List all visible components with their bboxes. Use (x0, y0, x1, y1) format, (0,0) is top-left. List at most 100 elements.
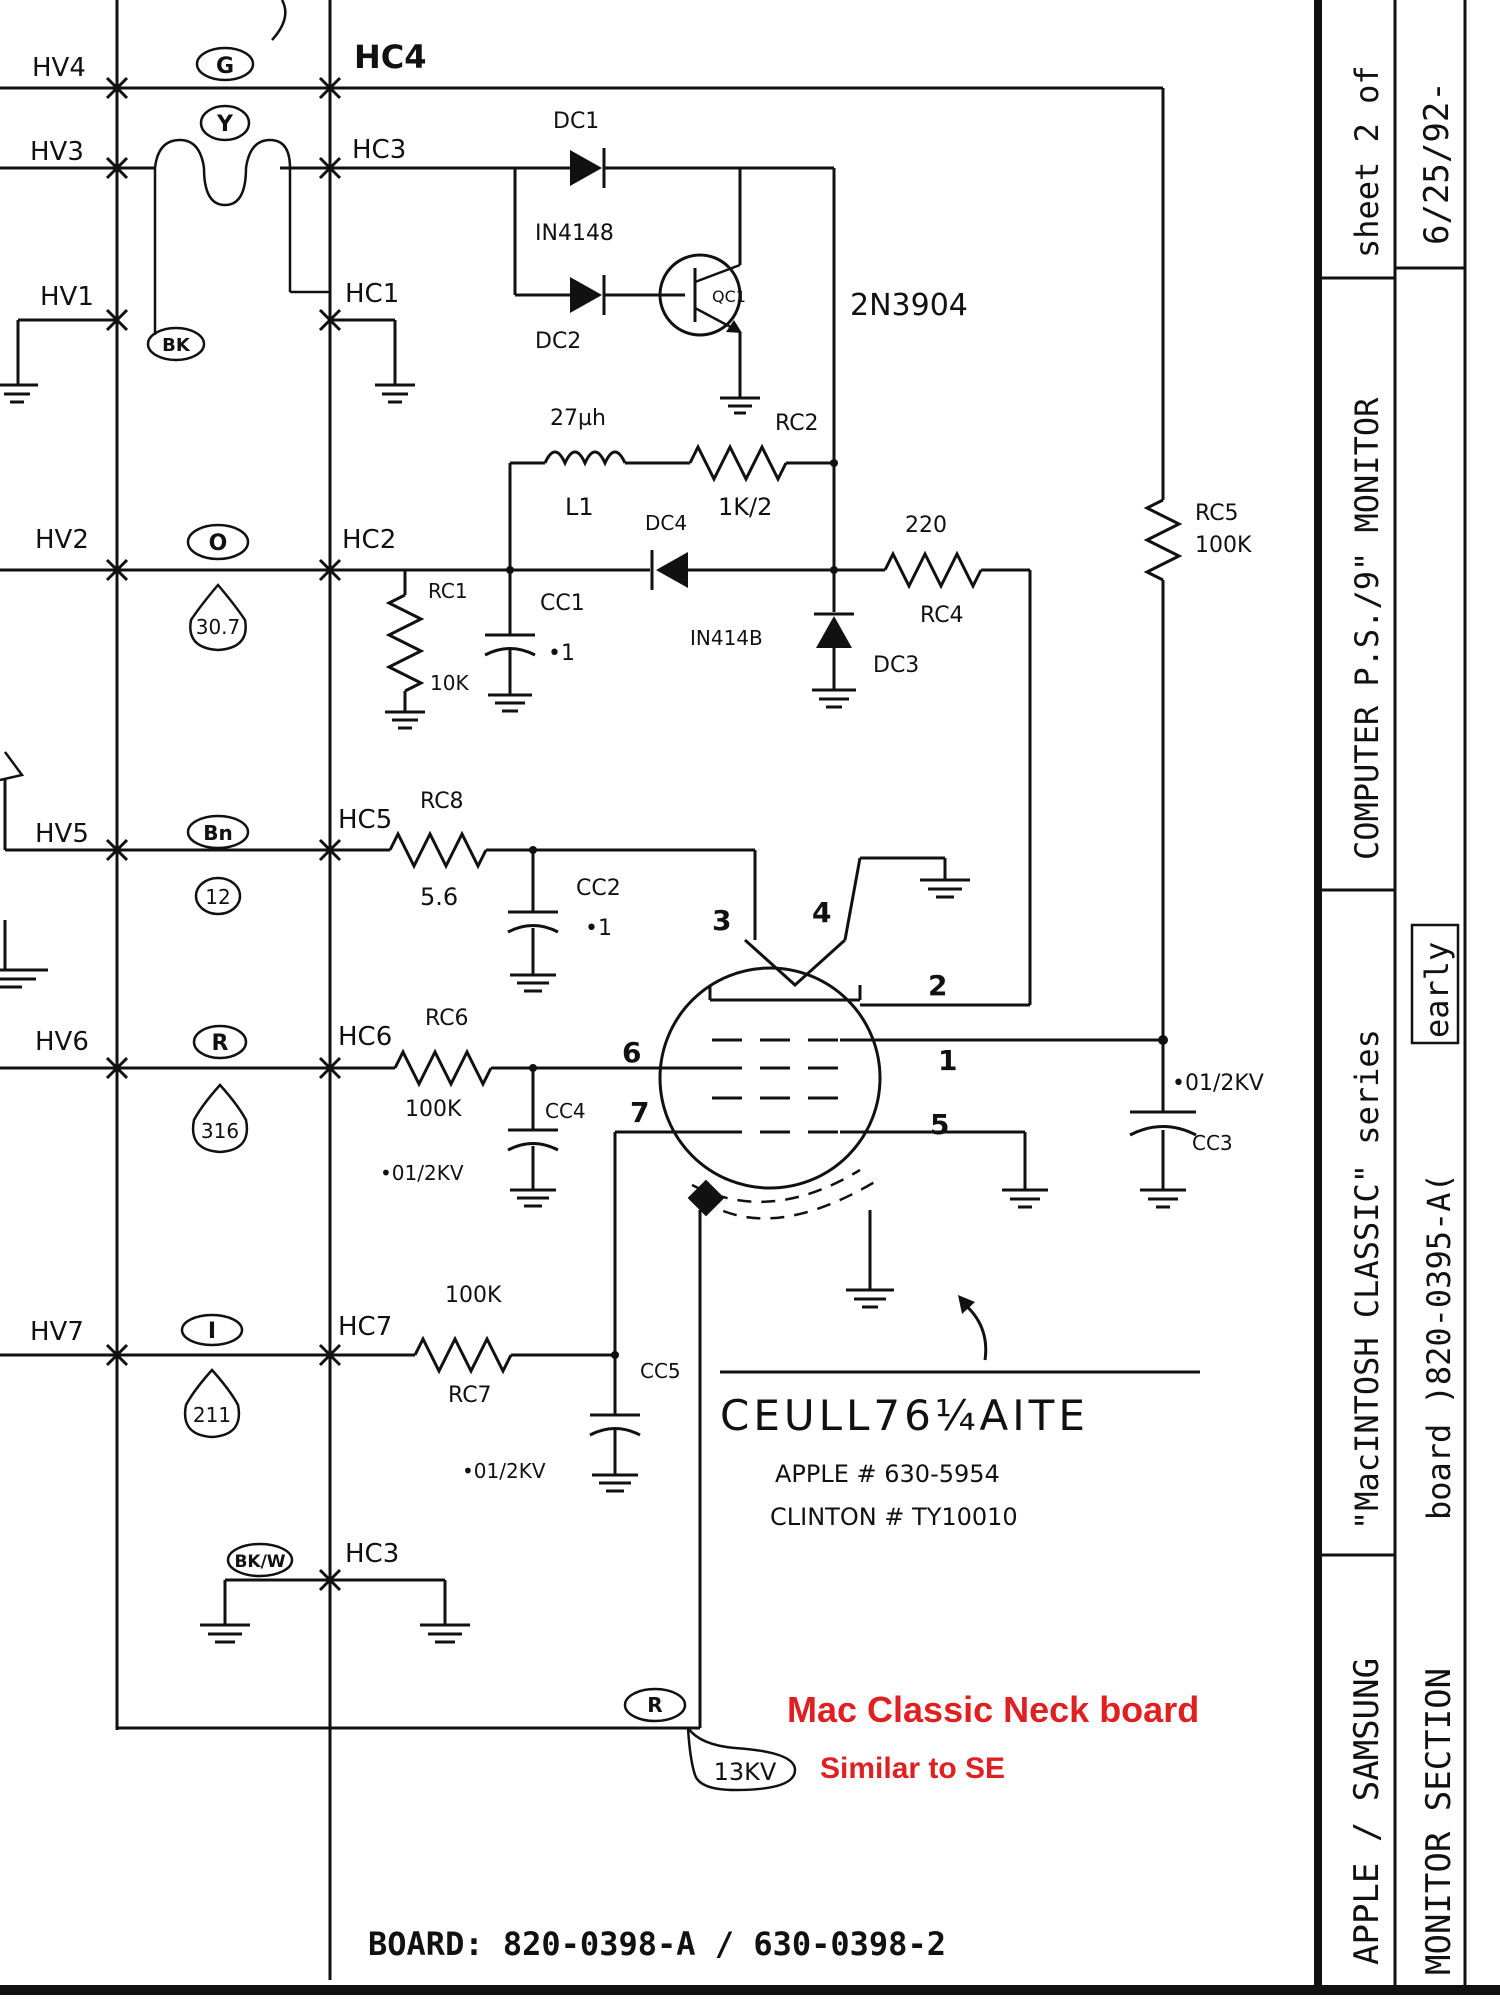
rc7-label: RC7 (448, 1383, 492, 1408)
transistor-type: 2N3904 (850, 288, 968, 323)
cc5-value: •01/2KV (462, 1459, 546, 1483)
rc6-label: RC6 (425, 1006, 469, 1031)
hc4-label: HC4 (354, 38, 427, 76)
tube-clinton-part: CLINTON # TY10010 (770, 1503, 1018, 1531)
title-date: 6/25/92- (1417, 81, 1457, 245)
wire-color-r2: R (647, 1693, 662, 1717)
hc7-label: HC7 (338, 1312, 392, 1342)
rc8-label: RC8 (420, 789, 464, 814)
title-board: board )820-0395-A( (1420, 1173, 1458, 1520)
dc1-label: DC1 (553, 109, 599, 134)
l1-value: 27µh (550, 406, 606, 431)
hc5-label: HC5 (338, 805, 392, 835)
title-sheet: sheet 2 of (1348, 65, 1386, 258)
tube-apple-part: APPLE # 630-5954 (775, 1460, 1000, 1488)
dc4-type: IN414B (690, 626, 763, 650)
cc2-label: CC2 (576, 876, 621, 901)
cc3-label: CC3 (1192, 1131, 1233, 1155)
rc4-value: 220 (905, 513, 947, 538)
dc2-diode-type: IN4148 (535, 221, 614, 246)
diode-dc3 (816, 616, 852, 648)
rc8-value: 5.6 (420, 883, 458, 911)
rc1-label: RC1 (428, 579, 468, 603)
crt-socket: 3 4 2 6 1 7 5 (610, 856, 1163, 1728)
board-number: BOARD: 820-0398-A / 630-0398-2 (368, 1925, 946, 1963)
row-hv3: Y HV3 HC3 (0, 104, 515, 335)
tube-info: CEULL76¼AITE APPLE # 630-5954 CLINTON # … (720, 1295, 1200, 1531)
diode-dc2 (570, 277, 602, 313)
diode-dc1 (570, 150, 602, 186)
pin-5: 5 (930, 1108, 949, 1141)
title-product: COMPUTER P.S./9" MONITOR (1348, 397, 1386, 860)
rc2-label: RC2 (775, 411, 819, 436)
rc5-value: 100K (1195, 533, 1252, 558)
hv7-label: HV7 (30, 1317, 84, 1347)
left-edge-symbol (0, 751, 25, 782)
hc1-label: HC1 (345, 279, 399, 309)
l1-rc2: 27µh L1 RC2 1K/2 (508, 406, 838, 570)
rc4-label: RC4 (920, 603, 964, 628)
transistor-qc1 (658, 253, 742, 337)
resistor-rc4 (883, 550, 983, 590)
cc3-value: •01/2KV (1172, 1071, 1264, 1096)
note-subtitle: Similar to SE (820, 1752, 1005, 1785)
l1-label: L1 (565, 493, 594, 521)
title-company: APPLE / SAMSUNG (1347, 1658, 1387, 1965)
pin-2: 2 (928, 969, 947, 1002)
cc4-value: •01/2KV (380, 1161, 464, 1185)
row-hv5: HV5 Bn 12 HC5 RC8 5.6 CC2 •1 (5, 789, 757, 993)
hc3-ground-label: HC3 (345, 1539, 399, 1569)
row-hv7: HV7 I 211 HC7 100K RC7 CC5 •01/2KV (0, 1283, 681, 1493)
voltage-r: 316 (201, 1119, 239, 1143)
dc4-label: DC4 (645, 511, 687, 535)
rc7-value: 100K (445, 1283, 502, 1308)
wire-color-bk: BK (162, 335, 191, 356)
hc3-label: HC3 (352, 135, 406, 165)
rc1-value: 10K (430, 671, 469, 695)
hv5-label: HV5 (35, 819, 89, 849)
hv3-label: HV3 (30, 137, 84, 167)
wire-color-g: G (216, 54, 234, 79)
cc1-label: CC1 (540, 591, 585, 616)
voltage-i: 211 (193, 1403, 231, 1427)
resistor-rc6 (393, 1048, 493, 1088)
qc1-label: QC1 (712, 287, 746, 306)
rc2-value: 1K/2 (718, 493, 772, 521)
voltage-o: 30.7 (196, 615, 241, 639)
cc2-value: •1 (585, 916, 612, 941)
hc6-label: HC6 (338, 1022, 392, 1052)
anode-line: R 13KV (117, 1687, 797, 1792)
transistor-stage: DC1 IN4148 DC2 QC1 2N3904 (513, 109, 968, 575)
row-hv4: HV4 HC4 G (0, 0, 1165, 500)
hv4-label: HV4 (32, 53, 86, 83)
hv2-label: HV2 (35, 525, 89, 555)
junction-marks (105, 76, 342, 1592)
title-early: early (1418, 942, 1456, 1038)
crt-socket-circle (658, 966, 882, 1190)
resistor-rc7 (413, 1335, 513, 1375)
rc5-label: RC5 (1195, 501, 1239, 526)
resistor-rc1 (385, 593, 425, 693)
row-hv6: HV6 R 316 HC6 RC6 100K CC4 •01/2KV (0, 1006, 610, 1208)
hc2-label: HC2 (342, 525, 396, 555)
wire-color-o: O (209, 531, 228, 556)
hv1-label: HV1 (40, 282, 94, 312)
diode-dc4 (656, 552, 688, 588)
row-hv2: HV2 O 30.7 HC2 DC4 IN414B 220 RC4 DC3 (0, 511, 1032, 1005)
wire-color-y: Y (216, 112, 234, 137)
resistor-rc5 (1143, 498, 1183, 582)
cc4-label: CC4 (545, 1099, 586, 1123)
row-hv1: HV1 BK HC1 (0, 279, 415, 404)
pin-4: 4 (812, 896, 831, 929)
wire-color-i: I (208, 1319, 216, 1344)
cc1-value: •1 (548, 641, 575, 666)
title-section: MONITOR SECTION (1419, 1668, 1459, 1975)
dc2-label: DC2 (535, 329, 581, 354)
hv6-label: HV6 (35, 1027, 89, 1057)
rc5: RC5 100K (1143, 498, 1252, 1045)
title-series: "MacINTOSH CLASSIC" series (1348, 1029, 1386, 1530)
voltage-bn: 12 (205, 885, 230, 909)
pin-7: 7 (630, 1096, 649, 1129)
